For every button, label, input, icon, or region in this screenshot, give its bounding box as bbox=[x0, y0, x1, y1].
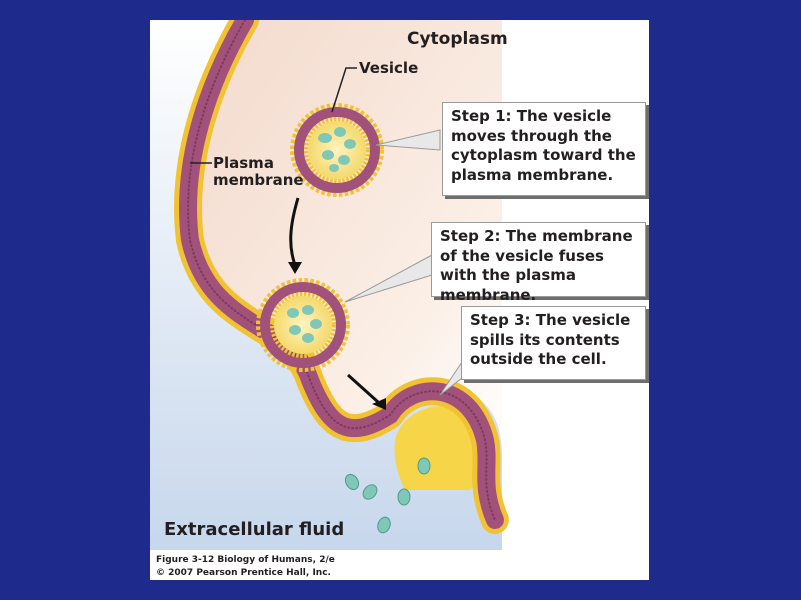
step-3-box: Step 3: The vesicle spills its contents … bbox=[461, 306, 646, 380]
arrow-head-2 bbox=[372, 398, 386, 410]
step-3-text: The vesicle spills its contents outside … bbox=[470, 311, 631, 368]
callout-step1 bbox=[375, 129, 441, 151]
cytoplasm-region bbox=[188, 20, 502, 460]
copyright-caption: © 2007 Pearson Prentice Hall, Inc. bbox=[156, 568, 331, 578]
arrow-head-1 bbox=[288, 262, 302, 274]
step-2-text: The membrane of the vesicle fuses with t… bbox=[440, 227, 633, 304]
released-contents bbox=[344, 457, 431, 534]
movement-arrows bbox=[289, 197, 380, 404]
figure-panel: Cytoplasm Vesicle Plasma membrane Extrac… bbox=[150, 20, 649, 580]
plasma-membrane bbox=[174, 20, 509, 534]
step-1-head: Step 1: bbox=[451, 107, 512, 125]
step-1-box: Step 1: The vesicle moves through the cy… bbox=[442, 102, 646, 196]
step-3-head: Step 3: bbox=[470, 311, 531, 329]
vesicle-fusing bbox=[256, 278, 350, 372]
step-1-text: The vesicle moves through the cytoplasm … bbox=[451, 107, 636, 184]
plasma-membrane-label: Plasma membrane bbox=[213, 154, 304, 190]
vesicle-free bbox=[290, 103, 384, 197]
figure-caption: Figure 3-12 Biology of Humans, 2/e bbox=[156, 555, 335, 565]
vesicle-label: Vesicle bbox=[359, 59, 419, 77]
step-2-box: Step 2: The membrane of the vesicle fuse… bbox=[431, 222, 646, 304]
step-2-head: Step 2: bbox=[440, 227, 501, 245]
extracellular-fluid-label: Extracellular fluid bbox=[164, 519, 345, 540]
leader-lines bbox=[190, 67, 357, 164]
fused-vesicle-contents bbox=[394, 406, 486, 490]
cytoplasm-label: Cytoplasm bbox=[407, 29, 508, 49]
